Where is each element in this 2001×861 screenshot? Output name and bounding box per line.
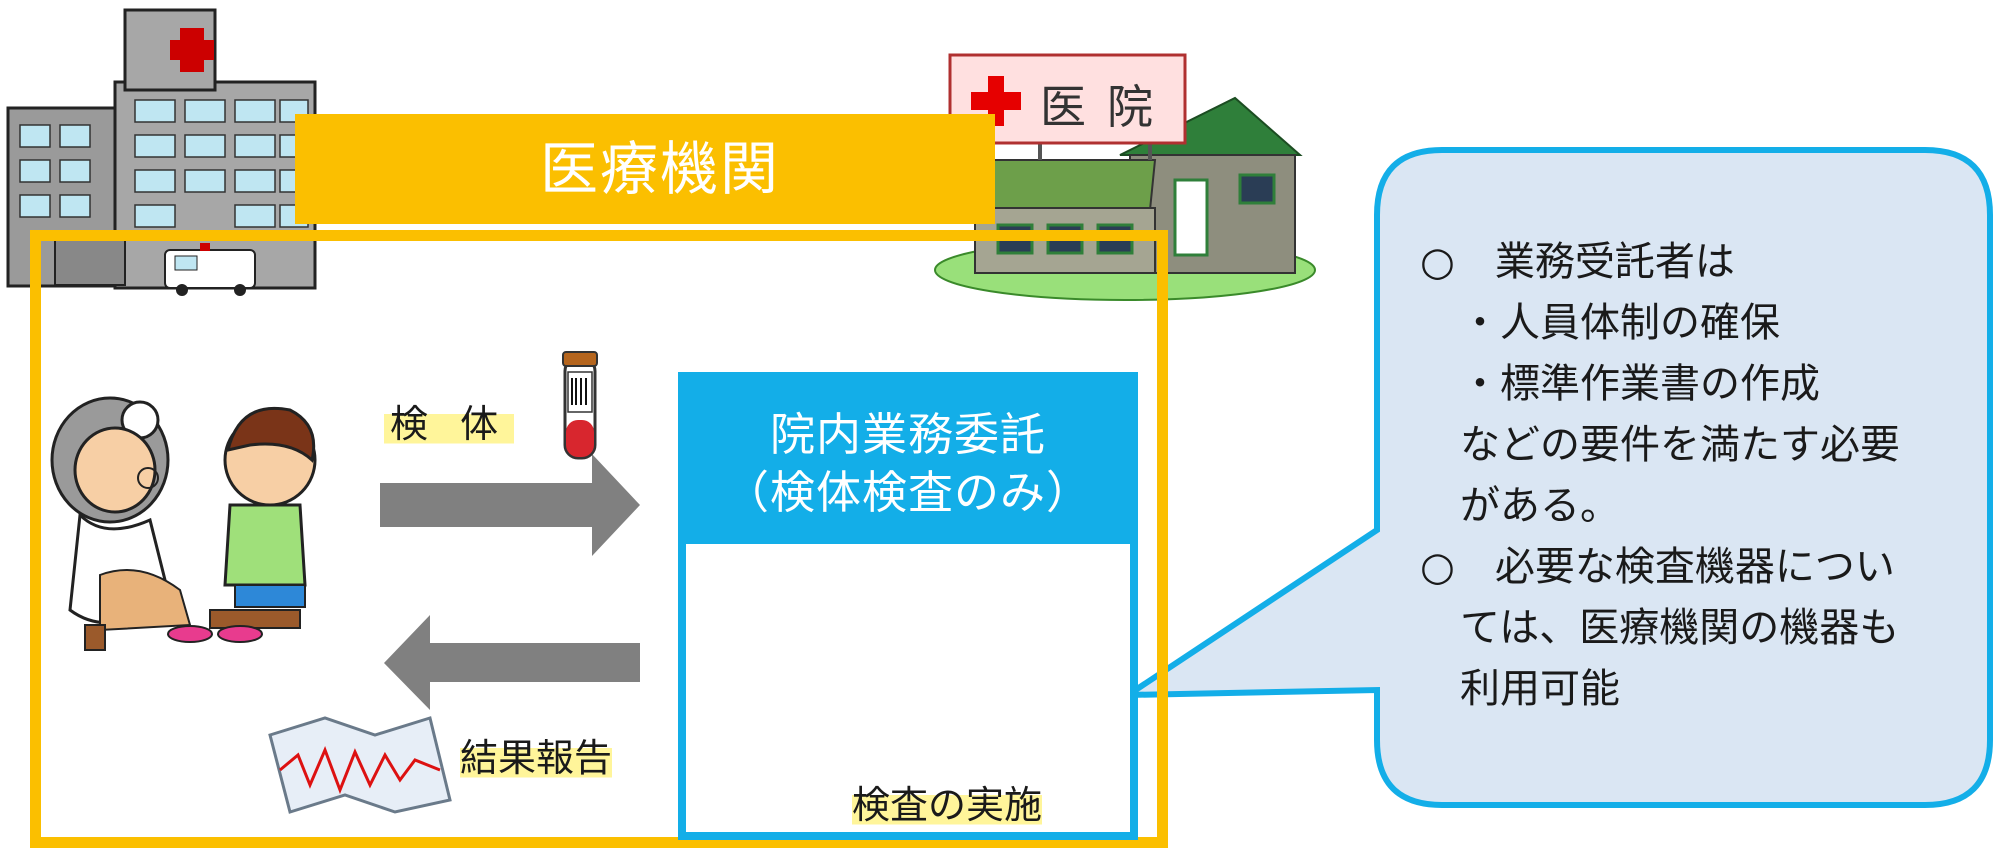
callout-line: 利用可能 bbox=[1420, 666, 1620, 712]
callout-line: ○ 必要な検査機器につい bbox=[1420, 544, 1895, 590]
test-tube-icon bbox=[562, 351, 598, 460]
callout-line: ○ 業務受託者は bbox=[1420, 239, 1735, 285]
result-arrow bbox=[384, 615, 640, 710]
callout-text: ○ 業務受託者は ・人員体制の確保 ・標準作業書の作成 などの要件を満たす必要 … bbox=[1420, 232, 1980, 720]
outsource-header-line1: 院内業務委託 bbox=[769, 408, 1046, 461]
specimen-label: 検 体 bbox=[384, 393, 515, 448]
outsource-header bbox=[678, 372, 1138, 544]
specimen-arrow bbox=[380, 454, 640, 556]
hospital-building-illustration bbox=[6, 8, 317, 296]
result-report-icon bbox=[268, 716, 452, 814]
exec-label: 検査の実施 bbox=[852, 774, 1043, 829]
callout-line: などの要件を満たす必要 bbox=[1420, 422, 1900, 468]
callout-line: がある。 bbox=[1420, 483, 1620, 529]
callout-line: ・標準作業書の作成 bbox=[1420, 361, 1820, 407]
callout-line: ・人員体制の確保 bbox=[1420, 300, 1780, 346]
clinic-sign-char1: 医 bbox=[1040, 80, 1086, 134]
result-label: 結果報告 bbox=[460, 727, 613, 782]
clinic-sign-char2: 院 bbox=[1107, 80, 1153, 134]
medical-institution-frame bbox=[30, 230, 1168, 848]
outsource-header-line2: （検体検査のみ） bbox=[723, 466, 1092, 519]
callout-line: ては、医療機関の機器も bbox=[1420, 605, 1900, 651]
medical-institution-banner bbox=[295, 114, 995, 224]
doctor-patient-illustration bbox=[50, 396, 317, 651]
banner-title: 医療機関 bbox=[539, 135, 780, 203]
callout-bubble bbox=[1117, 147, 1993, 808]
